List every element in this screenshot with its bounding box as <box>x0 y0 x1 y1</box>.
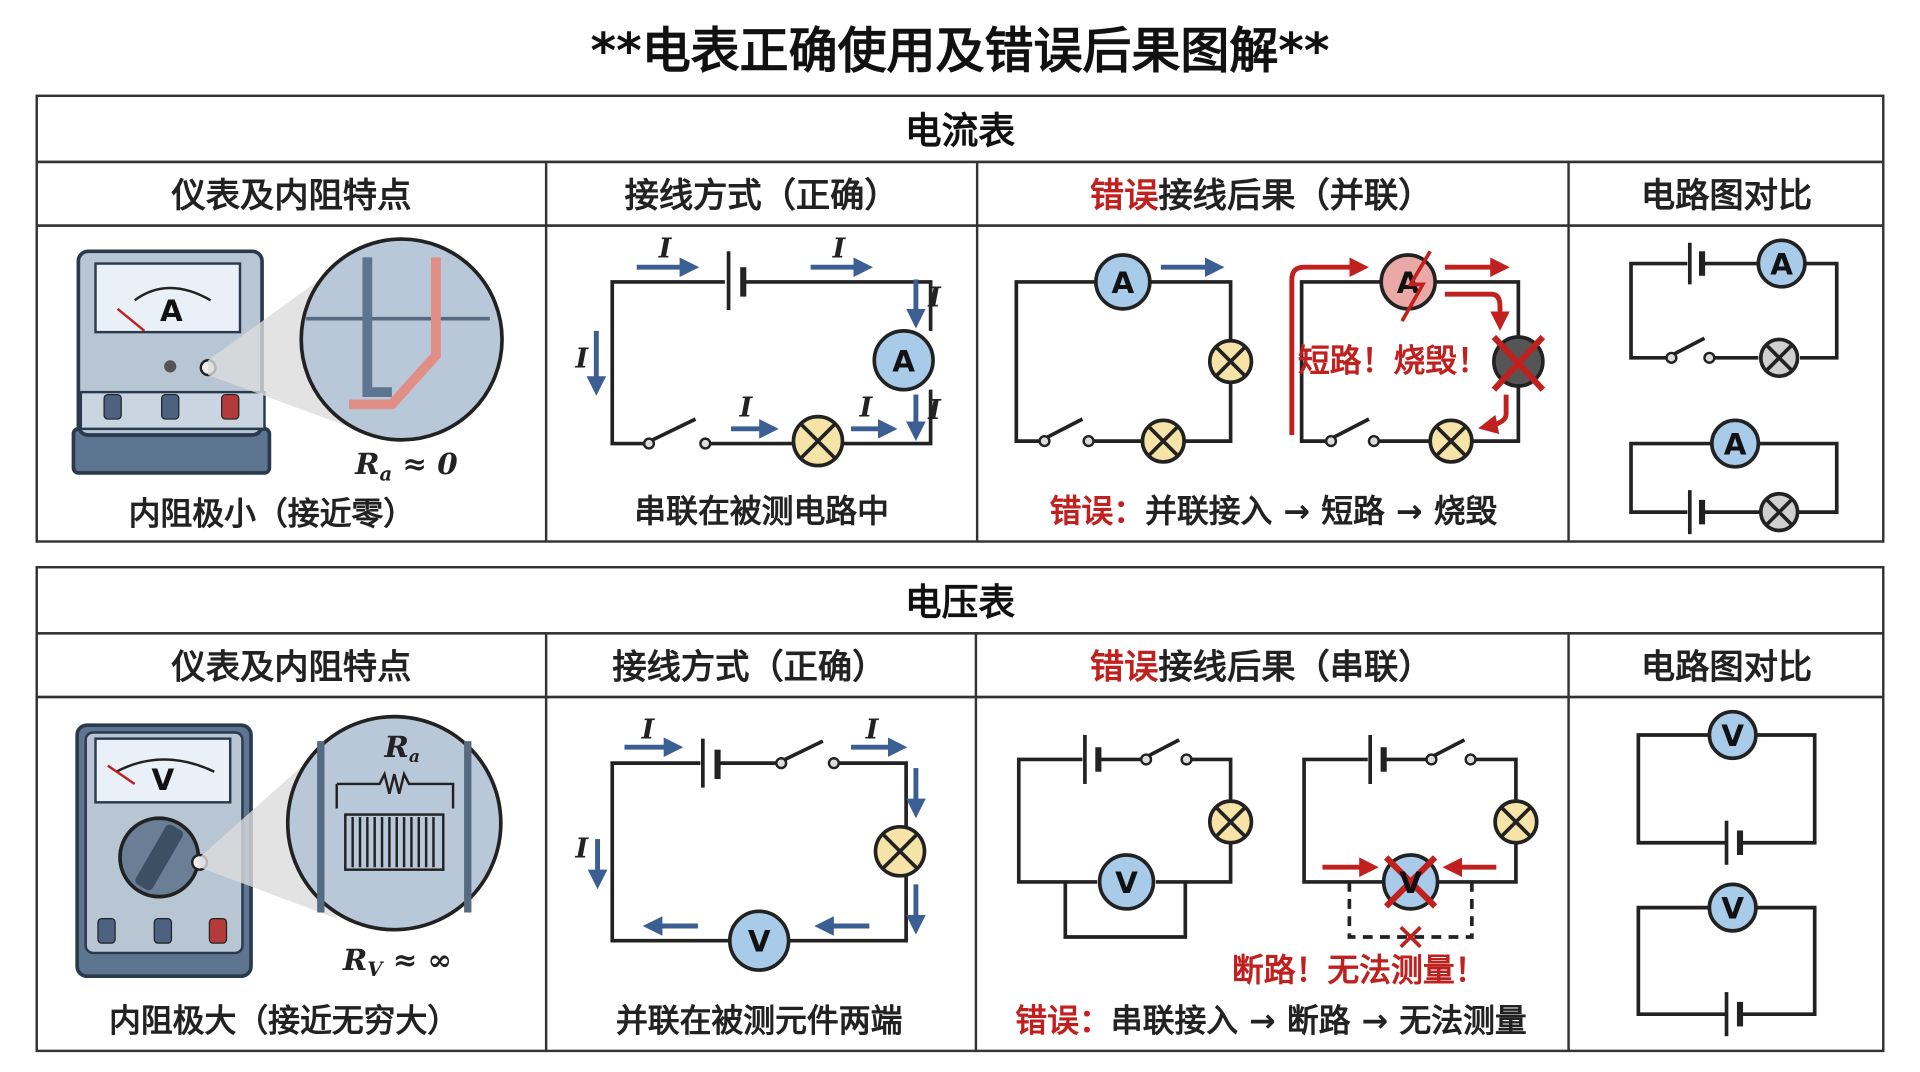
voltmeter-symbol-label: V <box>748 925 771 959</box>
voltmeter-header: 电压表 <box>905 581 1015 624</box>
ammeter-symbol-label: A <box>1770 248 1793 282</box>
col-header-meter: 仪表及内阻特点 <box>170 176 411 216</box>
current-label: I <box>859 393 874 424</box>
ammeter-compare-circuits: A A <box>1629 238 1839 535</box>
voltmeter-symbol-label: V <box>1115 866 1138 900</box>
ammeter-symbol-label: A <box>1111 266 1134 300</box>
ammeter-device-illustration: A Ra ≈ 0 <box>71 237 504 485</box>
current-label: I <box>927 395 942 426</box>
col-header-compare: 电路图对比 <box>1641 648 1812 688</box>
ammeter-face-label: A <box>160 294 183 328</box>
current-label: I <box>927 282 942 313</box>
ammeter-correct-caption: 串联在被测电路中 <box>634 492 889 530</box>
current-label: I <box>641 715 656 746</box>
current-label: I <box>575 344 590 375</box>
current-label: I <box>575 833 590 864</box>
ammeter-meter-caption: 内阻极小（接近零） <box>129 494 415 532</box>
cross-icon <box>1491 334 1546 392</box>
inner-resistor-label: Ra <box>383 729 420 767</box>
current-label: I <box>658 233 673 264</box>
voltmeter-correct-circuit: V I I I <box>575 715 927 972</box>
col-header-wrong: 错误接线后果（并联） <box>1090 176 1433 216</box>
voltmeter-wrong-alert: 断路！无法测量！ <box>1232 951 1487 989</box>
voltmeter-section: 电压表 仪表及内阻特点 接线方式（正确） 错误接线后果（串联） 电路图对比 V <box>35 566 1885 1053</box>
current-label: I <box>739 393 754 424</box>
ammeter-symbol-label: A <box>1397 266 1420 300</box>
ammeter-wrong-circuit: A A 短路！烧毁！ <box>1014 250 1546 464</box>
ammeter-correct-circuit: A I I I I I I I <box>575 233 942 468</box>
ammeter-wrong-caption: 错误：并联接入 → 短路 → 烧毁 <box>1050 492 1498 530</box>
wrong-rest: 接线后果（并联） <box>1158 176 1432 216</box>
ammeter-symbol-label: A <box>892 344 915 378</box>
voltmeter-content <box>35 695 1885 1053</box>
voltmeter-symbol-label: V <box>1721 719 1744 753</box>
cross-icon <box>1383 855 1438 909</box>
zoom-circle <box>285 714 503 932</box>
voltmeter-wrong-caption: 错误：串联接入 → 断路 → 无法测量 <box>1015 1001 1526 1039</box>
col-header-correct: 接线方式（正确） <box>612 648 886 688</box>
current-label: I <box>832 233 847 264</box>
voltmeter-meter-caption: 内阻极大（接近无穷大） <box>109 1001 459 1039</box>
ammeter-wrong-alert: 短路！烧毁！ <box>1298 341 1489 379</box>
ammeter-content <box>35 224 1885 543</box>
ammeter-resistance-label: Ra ≈ 0 <box>354 446 458 485</box>
voltmeter-symbol-label: V <box>1721 892 1744 926</box>
page-title: **电表正确使用及错误后果图解** <box>590 23 1329 80</box>
zoom-circle <box>299 237 504 442</box>
voltmeter-symbol <box>727 909 791 972</box>
current-label: I <box>865 715 880 746</box>
voltmeter-device-illustration: V Ra RV ≈ ∞ <box>75 714 503 981</box>
ammeter-header: 电流表 <box>905 110 1015 153</box>
voltmeter-compare-circuits: V V <box>1636 709 1817 1037</box>
col-header-meter: 仪表及内阻特点 <box>170 648 411 688</box>
ammeter-symbol <box>872 329 935 392</box>
cross-icon <box>1399 925 1422 949</box>
ammeter-symbol-label: A <box>1724 428 1747 462</box>
col-header-correct: 接线方式（正确） <box>625 176 899 216</box>
lightning-icon <box>1400 250 1432 323</box>
voltmeter-symbol-label: V <box>1399 866 1422 900</box>
col-header-wrong: 错误接线后果（串联） <box>1090 648 1433 688</box>
voltmeter-wrong-circuit: V V 断路！无法测量！ <box>1016 734 1539 989</box>
voltmeter-resistance-label: RV ≈ ∞ <box>342 942 452 981</box>
voltmeter-face-label: V <box>151 763 174 797</box>
voltmeter-correct-caption: 并联在被测元件两端 <box>616 1001 902 1039</box>
ammeter-section: 电流表 仪表及内阻特点 接线方式（正确） 错误接线后果（并联） 电路图对比 A <box>35 94 1885 543</box>
col-header-compare: 电路图对比 <box>1641 176 1812 216</box>
wrong-prefix: 错误 <box>1090 176 1159 216</box>
